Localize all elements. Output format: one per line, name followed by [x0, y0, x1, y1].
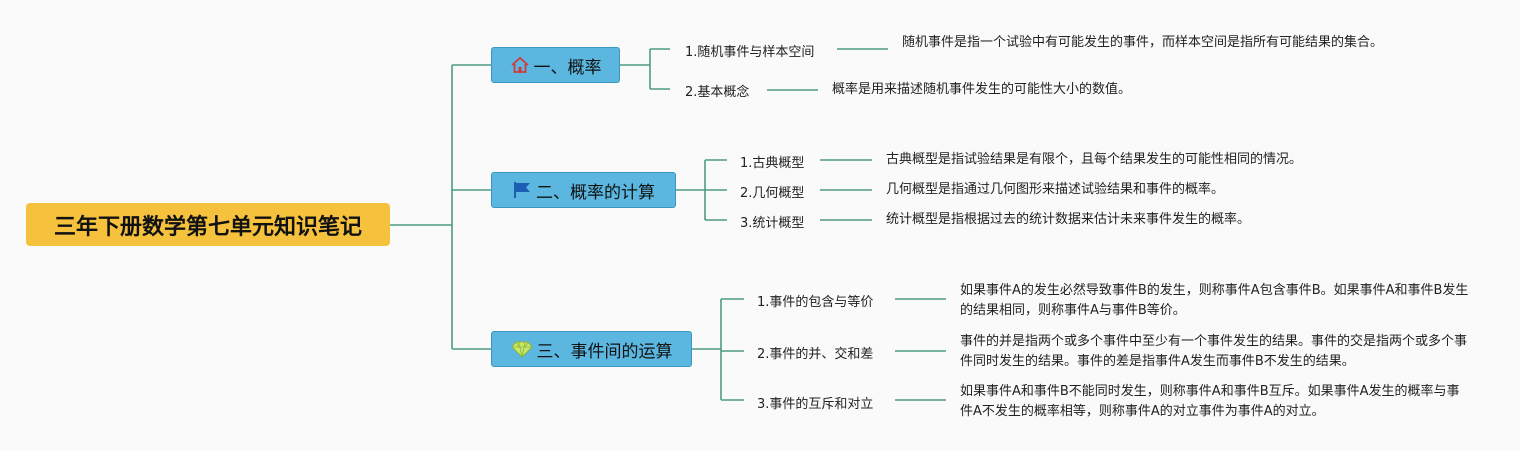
subtopic-title: 2.几何概型: [740, 186, 805, 201]
category-event-operations[interactable]: 三、事件间的运算: [491, 331, 692, 367]
home-icon: [510, 56, 530, 74]
subtopic-title: 3.事件的互斥和对立: [757, 397, 874, 412]
subtopic-desc: 如果事件A和事件B不能同时发生，则称事件A和事件B互斥。如果事件A发生的概率与事…: [960, 384, 1460, 419]
subtopic-desc: 几何概型是指通过几何图形来描述试验结果和事件的概率。: [886, 182, 1225, 197]
category-label: 二、概率的计算: [536, 182, 655, 203]
subtopic-desc: 统计概型是指根据过去的统计数据来估计未来事件发生的概率。: [886, 212, 1251, 227]
flag-icon: [512, 181, 532, 199]
subtopic-desc: 如果事件A的发生必然导致事件B的发生，则称事件A包含事件B。如果事件A和事件B发…: [960, 283, 1469, 318]
subtopic-desc: 概率是用来描述随机事件发生的可能性大小的数值。: [832, 82, 1132, 97]
category-label: 三、事件间的运算: [536, 341, 673, 362]
root-node[interactable]: 三年下册数学第七单元知识笔记: [26, 203, 390, 246]
subtopic-title: 1.事件的包含与等价: [757, 295, 874, 310]
subtopic-title: 2.事件的并、交和差: [757, 347, 874, 362]
category-probability[interactable]: 一、概率: [491, 47, 620, 83]
subtopic-desc: 随机事件是指一个试验中有可能发生的事件，而样本空间是指所有可能结果的集合。: [902, 35, 1384, 50]
subtopic-title: 1.随机事件与样本空间: [685, 45, 815, 60]
diamond-icon: [510, 340, 533, 358]
subtopic-desc: 古典概型是指试验结果是有限个，且每个结果发生的可能性相同的情况。: [886, 152, 1303, 167]
root-title: 三年下册数学第七单元知识笔记: [53, 214, 362, 240]
category-probability-calculation[interactable]: 二、概率的计算: [491, 172, 676, 208]
category-label: 一、概率: [533, 57, 602, 78]
subtopic-title: 1.古典概型: [740, 156, 805, 171]
subtopic-desc: 事件的并是指两个或多个事件中至少有一个事件发生的结果。事件的交是指两个或多个事件…: [960, 334, 1468, 369]
subtopic-title: 2.基本概念: [685, 85, 750, 100]
subtopic-title: 3.统计概型: [740, 216, 805, 231]
